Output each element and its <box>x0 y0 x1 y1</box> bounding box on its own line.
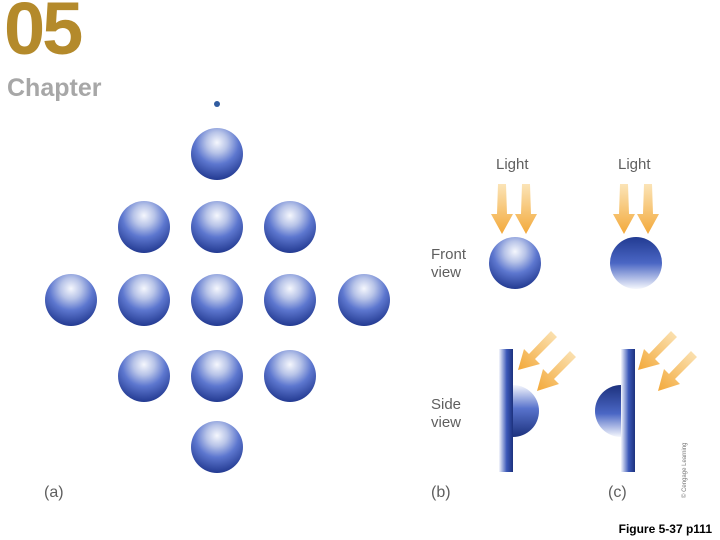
sphere <box>191 421 243 473</box>
front-view-dent-c <box>610 237 662 289</box>
wall-c <box>621 349 635 472</box>
sphere <box>45 274 97 326</box>
panel-label-b: (b) <box>431 484 451 501</box>
light-arrows-b <box>491 184 537 234</box>
panel-label-a: (a) <box>44 484 64 501</box>
small-dot <box>214 101 220 107</box>
light-label-b: Light <box>496 156 529 173</box>
sphere <box>118 274 170 326</box>
side-view-b <box>499 331 576 472</box>
front-view-sphere-b <box>489 237 541 289</box>
sphere <box>191 201 243 253</box>
sphere <box>118 350 170 402</box>
sphere <box>264 350 316 402</box>
light-arrows-c <box>613 184 659 234</box>
sphere-grid <box>45 128 390 473</box>
copyright-credit: © Cengage Learning <box>682 442 688 498</box>
chapter-number: 05 <box>4 0 83 70</box>
sphere <box>191 274 243 326</box>
sphere <box>264 274 316 326</box>
sphere <box>338 274 390 326</box>
panel-label-c: (c) <box>608 484 627 501</box>
front-view-label: Front view <box>431 246 467 281</box>
sphere <box>191 350 243 402</box>
figure-caption: Figure 5-37 p111 <box>618 522 712 536</box>
chapter-title: Chapter <box>7 74 102 102</box>
side-view-label: Side view <box>431 396 462 431</box>
wall-b <box>499 349 513 472</box>
light-label-c: Light <box>618 156 651 173</box>
bump-b <box>513 385 539 437</box>
sphere <box>118 201 170 253</box>
sphere <box>264 201 316 253</box>
dent-c <box>595 385 621 437</box>
sphere <box>191 128 243 180</box>
